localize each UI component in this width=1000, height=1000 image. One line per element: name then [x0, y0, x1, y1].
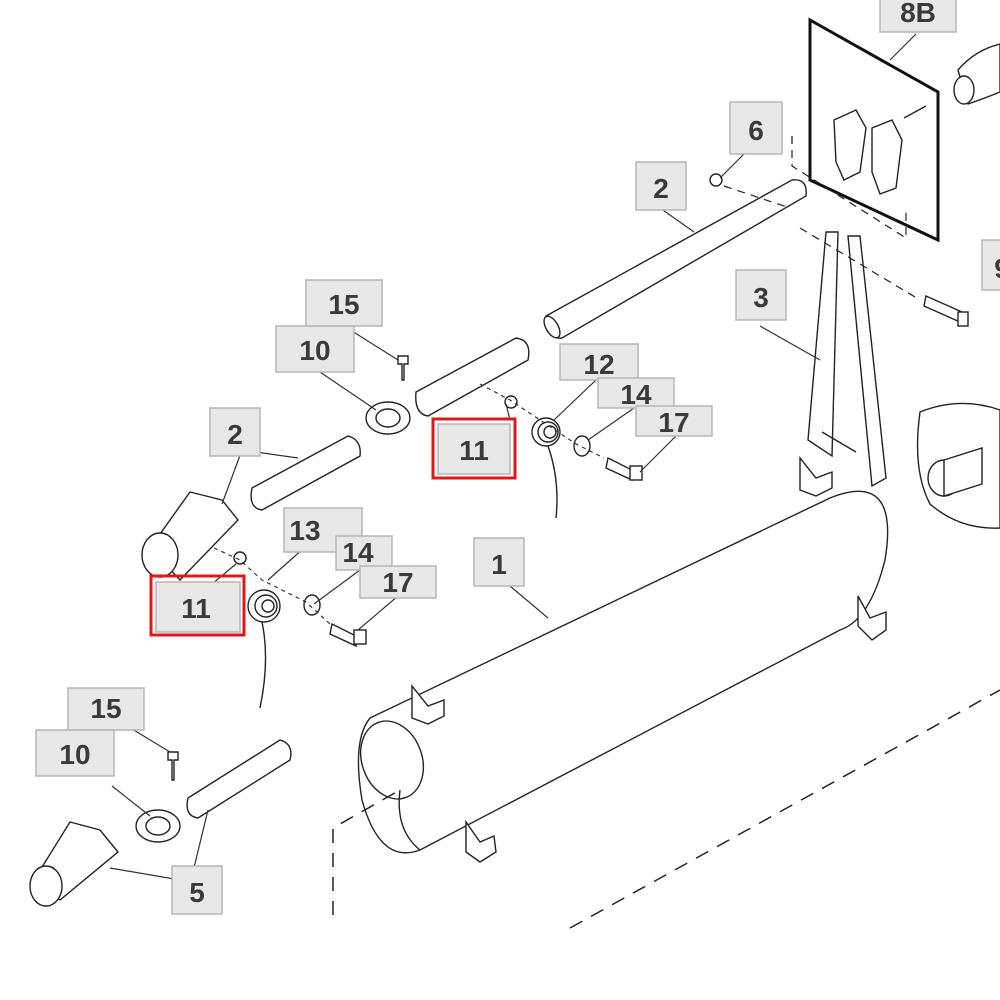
- washer-mid: [303, 594, 321, 616]
- callout-12: 12: [559, 343, 639, 381]
- hidden-line: [799, 227, 921, 301]
- bolt-9: [923, 295, 969, 327]
- clamp-bottom: [135, 809, 181, 843]
- svg-text:5: 5: [189, 877, 205, 908]
- svg-text:11: 11: [181, 593, 211, 624]
- svg-text:14: 14: [342, 537, 374, 568]
- callout-6: 6: [729, 101, 783, 155]
- frame-outline: [332, 789, 401, 915]
- washer-top: [573, 435, 591, 457]
- svg-text:11: 11: [459, 435, 489, 466]
- connector-left: [141, 491, 239, 582]
- callout-11-bottom: 11: [149, 574, 246, 637]
- nut-bottom: [233, 551, 247, 565]
- svg-text:13: 13: [289, 515, 320, 546]
- callout-11-top: 11: [431, 417, 517, 480]
- callout-1: 1: [473, 537, 525, 587]
- svg-text:10: 10: [59, 739, 90, 770]
- svg-text:1: 1: [491, 549, 507, 580]
- spring-top: [531, 417, 561, 519]
- svg-text:8B: 8B: [900, 0, 936, 28]
- svg-text:3: 3: [753, 282, 769, 313]
- callout-2-top: 2: [635, 161, 687, 211]
- tube-left: [250, 435, 361, 511]
- detail-panel-8b: [791, 17, 940, 243]
- callout-3: 3: [735, 269, 787, 321]
- callout-14-top: 14: [597, 377, 675, 410]
- svg-text:2: 2: [653, 173, 669, 204]
- frame-outline-right: [569, 689, 1000, 929]
- nut-top: [504, 395, 518, 409]
- hidden-line: [723, 185, 791, 209]
- svg-text:6: 6: [748, 115, 764, 146]
- svg-text:15: 15: [328, 289, 359, 320]
- svg-text:2: 2: [227, 419, 243, 450]
- svg-text:17: 17: [382, 567, 413, 598]
- housing-right: [916, 402, 1000, 529]
- svg-text:12: 12: [583, 349, 614, 380]
- svg-text:10: 10: [299, 335, 330, 366]
- tank-part: [357, 456, 889, 863]
- callout-14-mid: 14: [335, 535, 393, 571]
- callout-17-top: 17: [635, 405, 713, 438]
- callout-15-top: 15: [305, 279, 383, 327]
- callout-2-left: 2: [209, 407, 261, 457]
- connector-bottom: [29, 821, 119, 907]
- nut-6: [709, 173, 723, 187]
- callout-5: 5: [171, 865, 223, 915]
- highlight-box-top: [431, 417, 517, 480]
- callout-10-top: 10: [275, 325, 355, 373]
- assembly-line: [479, 383, 605, 459]
- callout-15-bottom: 15: [67, 687, 145, 731]
- svg-text:14: 14: [620, 379, 652, 410]
- highlight-box-bottom: [149, 574, 246, 637]
- bolt-top: [605, 456, 643, 482]
- svg-text:15: 15: [90, 693, 121, 724]
- bolt-mid: [329, 622, 367, 648]
- callout-17-mid: 17: [359, 565, 437, 599]
- spring-bottom: [247, 589, 281, 709]
- svg-text:9: 9: [994, 253, 1000, 284]
- stand-part: [807, 231, 887, 488]
- callout-10-bottom: 10: [35, 729, 115, 777]
- callout-9: 9: [981, 239, 1000, 291]
- callout-8b: 8B: [879, 0, 957, 33]
- screw-bottom: [167, 751, 179, 781]
- tube-bottom: [186, 739, 292, 819]
- tube-middle: [415, 337, 530, 417]
- tube-top: [543, 179, 807, 339]
- top-right-part: [953, 43, 1000, 105]
- svg-text:17: 17: [658, 407, 689, 438]
- assembly-line: [213, 547, 331, 625]
- clamp-top: [365, 401, 411, 435]
- screw-top: [397, 355, 409, 381]
